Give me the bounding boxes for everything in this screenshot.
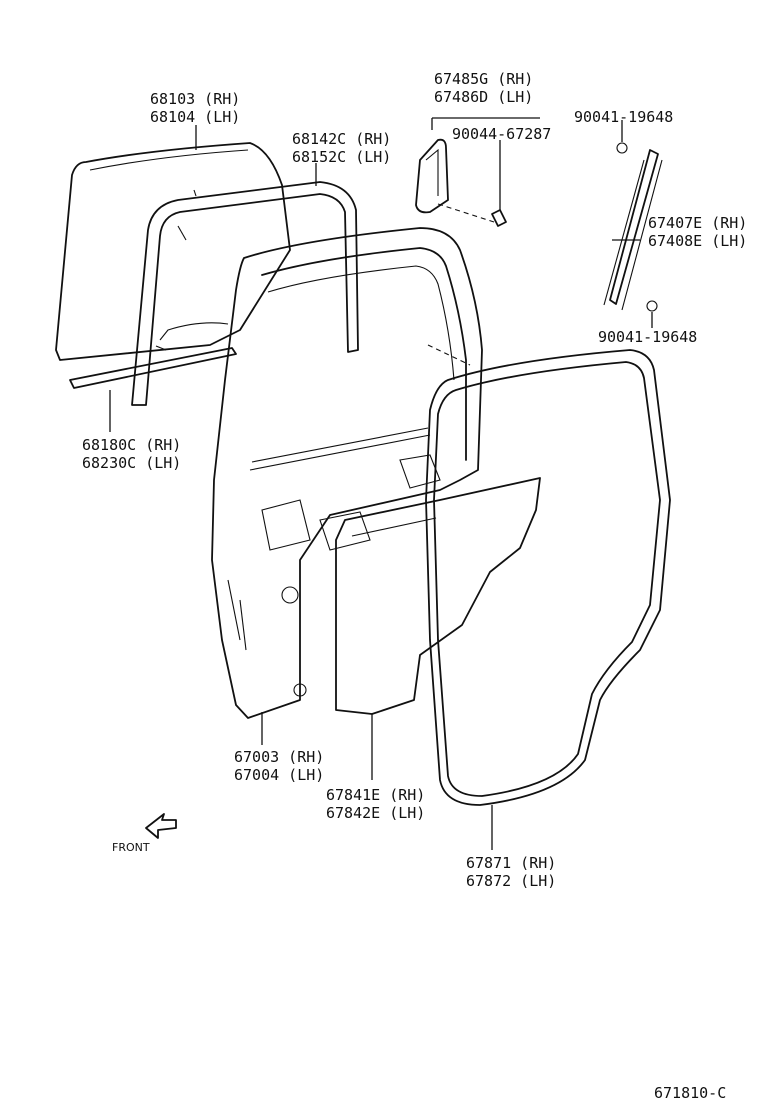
callout-corner-cover-lh: 67486D (LH) [434,88,533,106]
callout-bolt-top: 90041-19648 [574,108,673,126]
callout-run-channel-rh: 68142C (RH) [292,130,391,148]
run-channel [131,181,359,406]
callout-glass-rh: 68103 (RH) [150,90,240,108]
door-glass [55,142,291,361]
front-label: FRONT [112,841,150,854]
callout-bolt-bottom: 90041-19648 [598,328,697,346]
callout-door-weatherstrip-rh: 67871 (RH) [466,854,556,872]
callout-belt-weatherstrip: 68180C (RH) 68230C (LH) [82,436,181,472]
clip [491,209,507,227]
callout-door-panel: 67003 (RH) 67004 (LH) [234,748,324,784]
callout-belt-weatherstrip-lh: 68230C (LH) [82,454,181,472]
callout-service-hole-cover: 67841E (RH) 67842E (LH) [326,786,425,822]
callout-service-hole-cover-rh: 67841E (RH) [326,786,425,804]
callout-door-panel-rh: 67003 (RH) [234,748,324,766]
door-shell [211,227,483,719]
callout-run-channel-lh: 68152C (LH) [292,148,391,166]
callout-glass-lh: 68104 (LH) [150,108,240,126]
callout-clip: 90044-67287 [452,125,551,143]
door-weatherstrip [425,349,671,806]
leader-lines [109,117,653,850]
callout-corner-cover: 67485G (RH) 67486D (LH) [434,70,533,106]
callout-door-weatherstrip: 67871 (RH) 67872 (LH) [466,854,556,890]
callout-belt-weatherstrip-rh: 68180C (RH) [82,436,181,454]
callout-door-weatherstrip-lh: 67872 (LH) [466,872,556,890]
callout-glass: 68103 (RH) 68104 (LH) [150,90,240,126]
callout-frame-sash: 67407E (RH) 67408E (LH) [648,214,747,250]
callout-frame-sash-rh: 67407E (RH) [648,214,747,232]
figure-id: 671810-C [654,1084,726,1102]
frame-sash [603,142,663,312]
corner-cover [415,138,495,223]
callout-door-panel-lh: 67004 (LH) [234,766,324,784]
front-arrow-icon [145,813,177,839]
callout-run-channel: 68142C (RH) 68152C (LH) [292,130,391,166]
belt-weatherstrip [69,347,237,389]
callout-frame-sash-lh: 67408E (LH) [648,232,747,250]
callout-service-hole-cover-lh: 67842E (LH) [326,804,425,822]
service-hole-cover [335,477,541,715]
callout-corner-cover-rh: 67485G (RH) [434,70,533,88]
